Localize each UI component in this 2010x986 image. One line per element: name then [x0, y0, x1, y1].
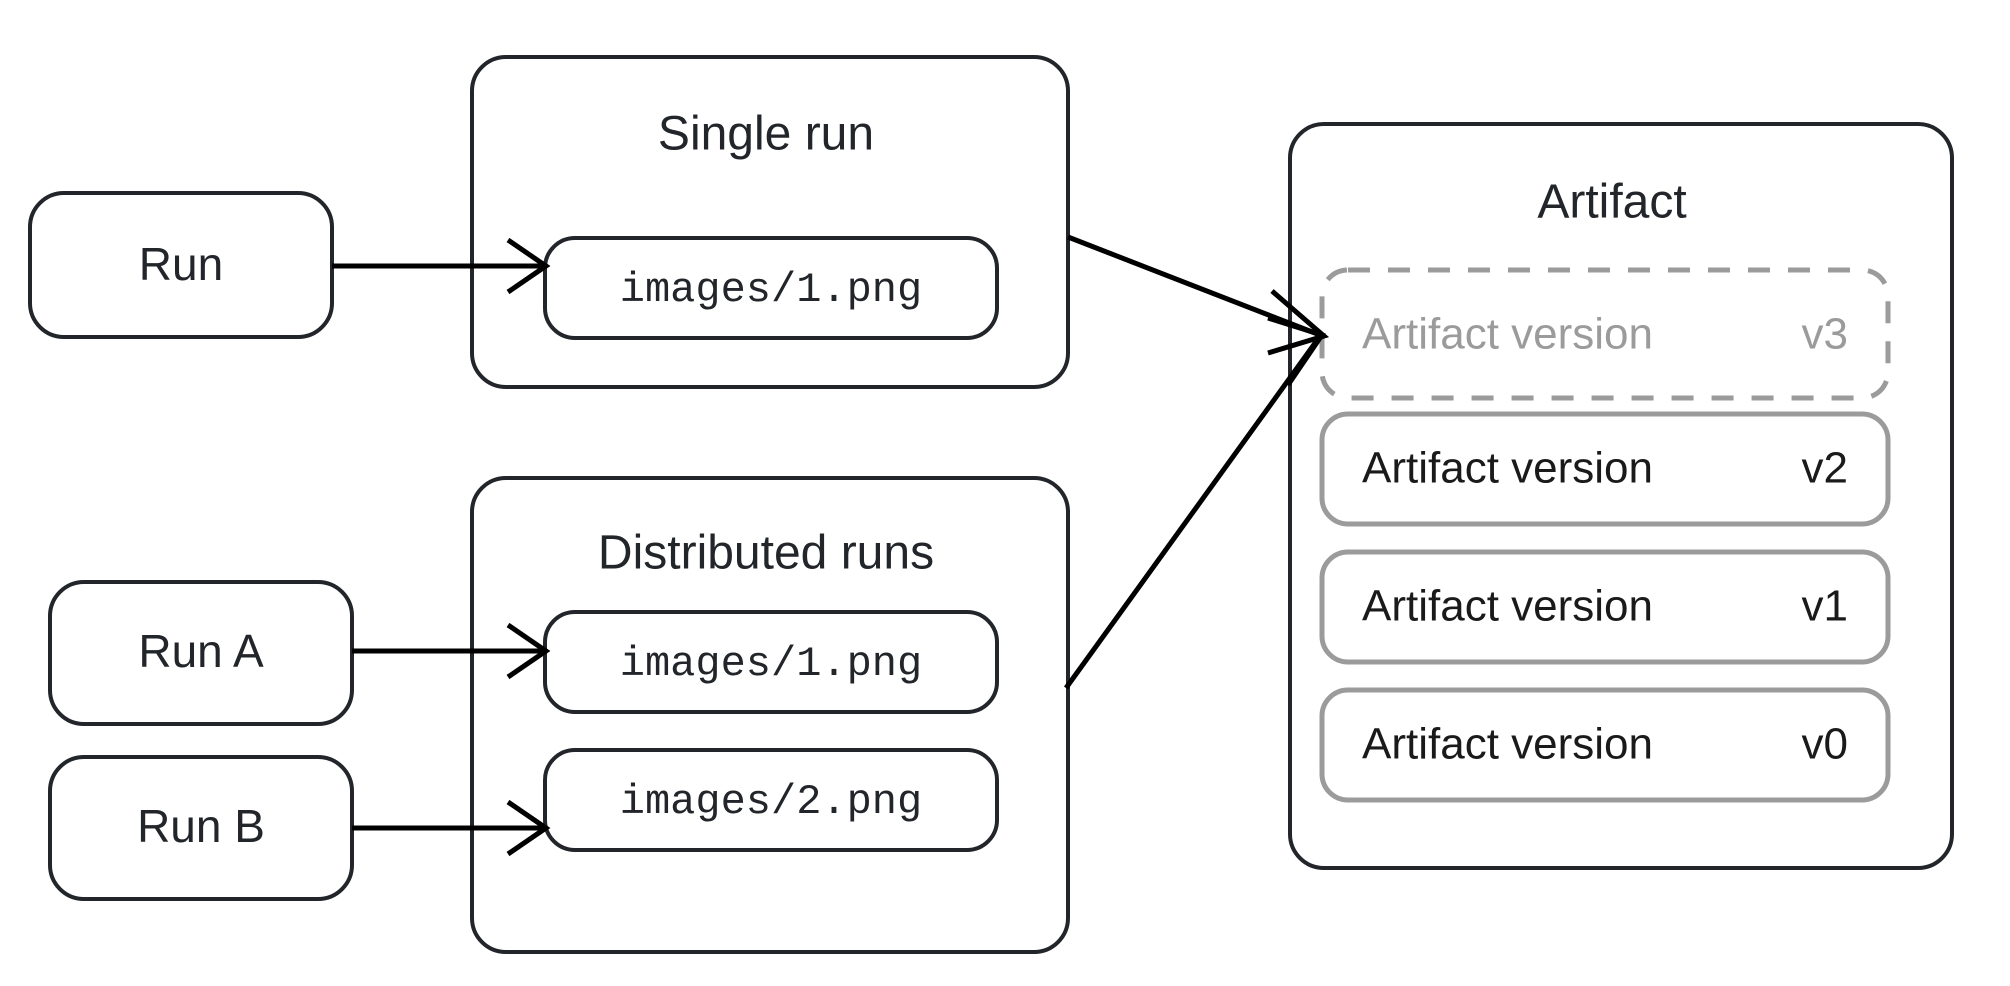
artifact-version-v2-number: v2: [1802, 444, 1848, 493]
group-distributed-runs: Distributed runs images/1.png images/2.p…: [470, 476, 1070, 954]
single-run-title: Single run: [658, 108, 874, 161]
distributed-file-1-box[interactable]: [543, 610, 999, 714]
run-a-label: Run A: [138, 625, 264, 677]
single-run-file-box[interactable]: [543, 236, 999, 340]
artifact-version-v0-number: v0: [1802, 720, 1848, 769]
edge-single-run-to-artifact: [1067, 234, 1330, 356]
edge-run-b-arrowhead: [506, 799, 551, 857]
distributed-file-2-box[interactable]: [543, 748, 999, 852]
node-run-a[interactable]: Run A: [48, 580, 354, 726]
edge-run-a-to-distributed-file-1: [352, 622, 551, 680]
distributed-file-1-label: images/1.png: [620, 640, 922, 688]
artifact-version-v1-box[interactable]: [1319, 549, 1891, 665]
group-single-run: Single run images/1.png: [470, 55, 1070, 389]
edge-run-a-arrowhead: [506, 622, 551, 680]
edge-distributed-runs-to-artifact: [1063, 315, 1326, 690]
artifact-version-v3-box[interactable]: [1319, 267, 1891, 401]
edge-distributed-runs-arrowhead: [1267, 315, 1326, 387]
artifact-version-v3-label: Artifact version: [1362, 310, 1653, 359]
edge-run-b-to-distributed-file-2: [352, 799, 551, 857]
distributed-file-2-label: images/2.png: [620, 778, 922, 826]
edge-distributed-runs-line: [1063, 337, 1321, 690]
edge-run-arrowhead: [506, 237, 551, 295]
artifact-version-v1-label: Artifact version: [1362, 582, 1653, 631]
artifact-version-v2-box[interactable]: [1319, 411, 1891, 527]
edge-run-to-single-run-file: [332, 237, 551, 295]
artifact-version-v1-number: v1: [1802, 582, 1848, 631]
artifact-title: Artifact: [1537, 176, 1686, 229]
artifact-version-v1[interactable]: Artifact version v1: [1319, 549, 1891, 665]
artifact-version-v0-label: Artifact version: [1362, 720, 1653, 769]
node-run[interactable]: Run: [28, 191, 334, 339]
node-run-b[interactable]: Run B: [48, 755, 354, 901]
artifact-version-v2-label: Artifact version: [1362, 444, 1653, 493]
artifact-version-v3-number: v3: [1802, 310, 1848, 359]
artifact-version-v0[interactable]: Artifact version v0: [1319, 687, 1891, 803]
artifact-version-v0-box[interactable]: [1319, 687, 1891, 803]
artifact-version-v3[interactable]: Artifact version v3: [1319, 267, 1891, 401]
artifact-version-v2[interactable]: Artifact version v2: [1319, 411, 1891, 527]
group-artifact: Artifact Artifact version v3 Artifact ve…: [1288, 122, 1954, 870]
run-label: Run: [139, 238, 223, 290]
single-run-file-label: images/1.png: [620, 266, 922, 314]
distributed-runs-title: Distributed runs: [598, 527, 934, 580]
run-b-label: Run B: [137, 800, 265, 852]
